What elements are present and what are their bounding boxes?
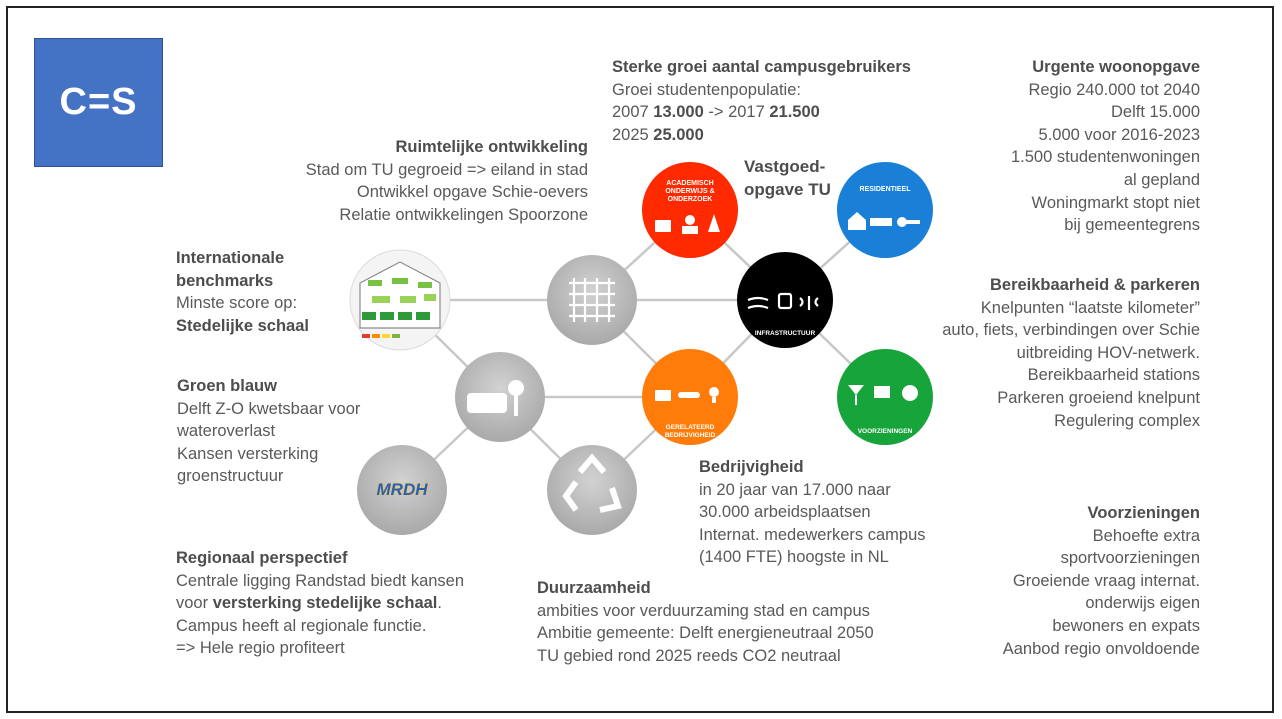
housing-block: Urgente woonopgave Regio 240.000 tot 204… xyxy=(1011,58,1200,235)
mrdh-circle xyxy=(357,445,447,535)
campus-growth-block: Sterke groei aantal campusgebruikers Gro… xyxy=(612,58,911,144)
sustainability-block: Duurzaamheid ambities voor verduurzaming… xyxy=(537,579,874,665)
residential-icons xyxy=(848,212,920,230)
facilities-label: VOORZIENINGEN xyxy=(857,428,913,435)
house-diagram-icon xyxy=(359,261,441,338)
campus-growth-title: Sterke groei aantal campusgebruikers xyxy=(612,58,911,76)
benchmark-block: Internationale benchmarks Minste score o… xyxy=(176,249,309,335)
accessibility-block: Bereikbaarheid & parkeren Knelpunten “la… xyxy=(942,276,1200,430)
wave-tree-icon xyxy=(467,380,524,416)
sustainability-circle xyxy=(547,445,637,535)
slide-frame xyxy=(6,6,1274,713)
spatial-development-block: Ruimtelijke ontwikkeling Stad om TU gegr… xyxy=(305,138,588,224)
recycle-icon xyxy=(562,453,622,513)
urban-grid-circle xyxy=(547,255,637,345)
residential-label: RESIDENTIEEL xyxy=(859,186,911,193)
residential-circle xyxy=(837,162,933,258)
connector-lines xyxy=(399,209,886,491)
infrastructure-label: INFRASTRUCTUUR xyxy=(754,330,816,337)
facilities-icons xyxy=(848,385,918,405)
mrdh-logo: MRDH xyxy=(376,480,428,499)
business-block: Bedrijvigheid in 20 jaar van 17.000 naar… xyxy=(699,458,926,567)
cs-logo: C=S xyxy=(34,38,163,167)
education-icons xyxy=(655,214,720,234)
regional-block: Regionaal perspectief Centrale ligging R… xyxy=(176,549,465,658)
academic-circle xyxy=(642,162,738,258)
infrastructure-circle xyxy=(737,252,833,348)
grid-icon xyxy=(569,278,615,322)
real-estate-label: Vastgoed- opgave TU xyxy=(744,157,831,199)
business-icons xyxy=(655,387,719,403)
infrastructure-icons xyxy=(747,292,819,310)
